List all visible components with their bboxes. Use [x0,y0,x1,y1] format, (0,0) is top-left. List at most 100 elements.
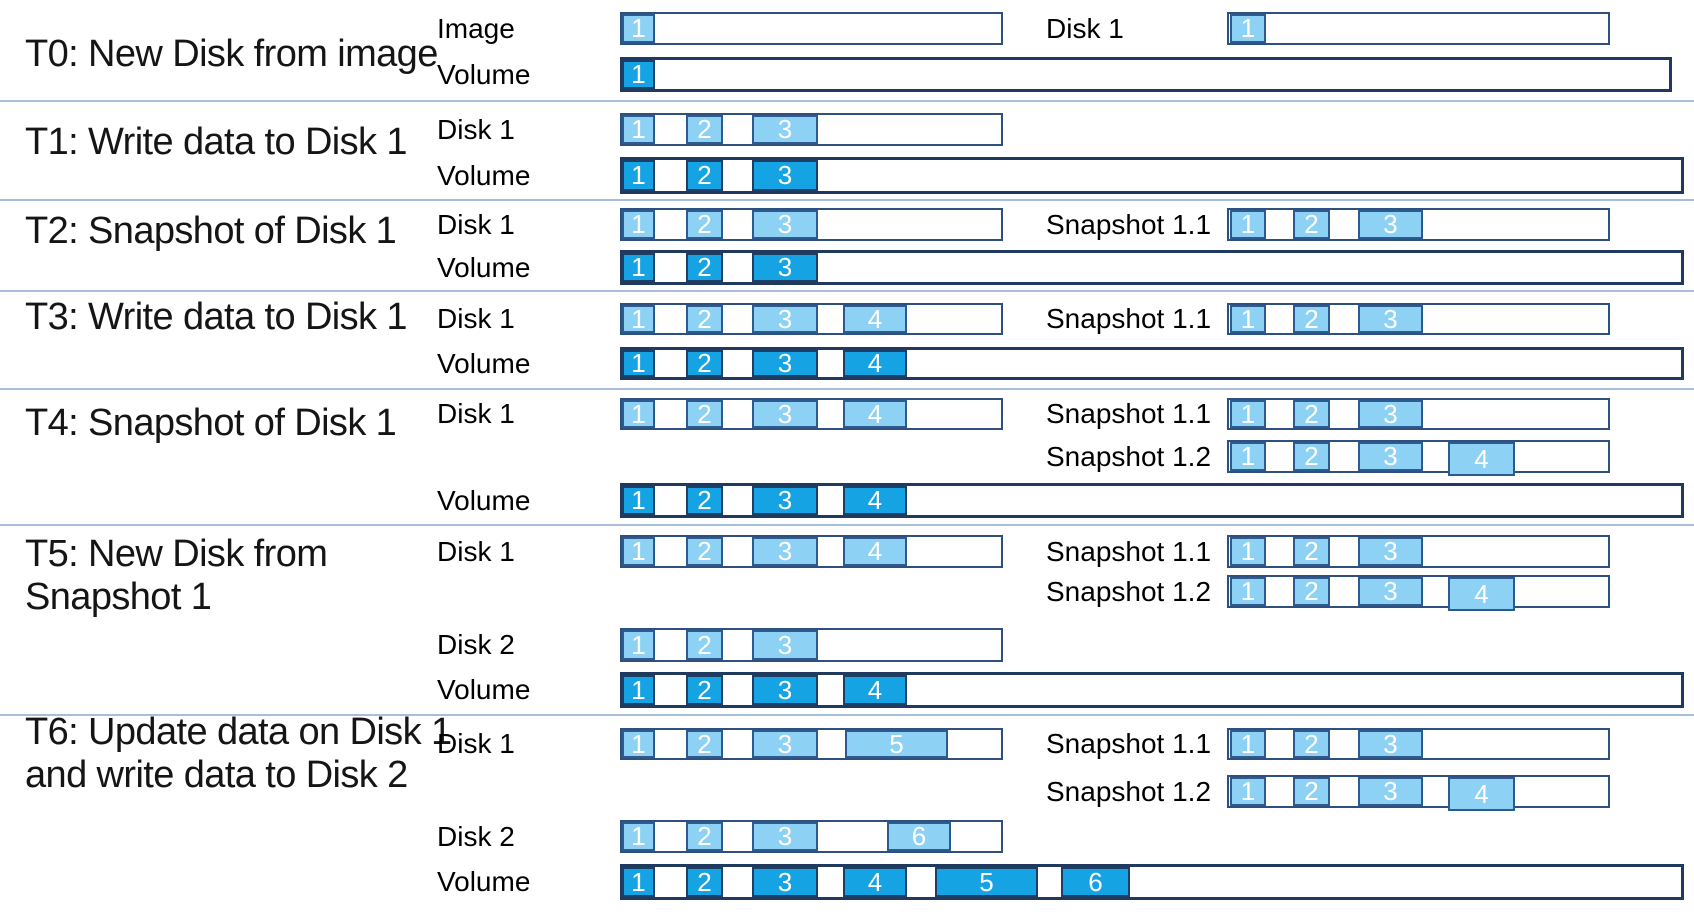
block-6: 6 [887,821,951,851]
block-4: 4 [843,485,907,515]
volume-bar: 1 [620,57,1672,92]
block-4: 4 [1448,777,1515,811]
block-3: 3 [1358,441,1423,471]
block-3: 3 [752,304,818,334]
block-1: 1 [1230,399,1266,429]
block-4: 4 [843,675,907,705]
block-2: 2 [686,304,723,334]
disk-1-label: Disk 1 [437,535,515,567]
block-1: 1 [622,252,655,282]
snapshot-1-2-label: Snapshot 1.2 [1046,440,1212,472]
section-divider [0,290,1694,292]
block-2: 2 [686,114,723,144]
block-1: 1 [1230,13,1266,43]
section-divider [0,199,1694,201]
block-2: 2 [686,252,723,282]
volume-label: Volume [437,347,531,379]
block-1: 1 [622,729,655,759]
block-3: 3 [1358,576,1423,606]
block-2: 2 [1293,776,1330,806]
block-3: 3 [752,348,818,378]
timeline-step-label-line: T5: New Disk from [25,533,328,575]
snapshot-1-1-label: Snapshot 1.1 [1046,535,1212,567]
block-3: 3 [752,114,818,144]
block-1: 1 [622,675,655,705]
block-2: 2 [686,630,723,660]
block-3: 3 [752,675,818,705]
snapshot-1-1-label: Snapshot 1.1 [1046,303,1212,334]
disk-1-label: Disk 1 [437,208,515,240]
block-1: 1 [622,821,655,851]
volume-label: Volume [437,58,531,90]
timeline-step-label-line: T6: Update data on Disk 1 [25,711,452,753]
block-2: 2 [1293,209,1330,239]
block-1: 1 [1230,576,1266,606]
block-3: 3 [752,485,818,515]
block-1: 1 [1230,776,1266,806]
block-3: 3 [1358,304,1423,334]
volume-label: Volume [437,251,531,283]
snapshot-1-2-label: Snapshot 1.2 [1046,775,1212,807]
block-2: 2 [1293,399,1330,429]
block-3: 3 [1358,399,1423,429]
block-3: 3 [752,867,818,897]
block-3: 3 [1358,729,1423,759]
block-4: 4 [1448,577,1515,611]
block-1: 1 [622,114,655,144]
block-4: 4 [843,348,907,378]
block-2: 2 [1293,729,1330,759]
snapshot-1-2-label: Snapshot 1.2 [1046,575,1212,607]
timeline-step-label: T4: Snapshot of Disk 1 [25,402,435,445]
block-1: 1 [1230,536,1266,566]
block-2: 2 [686,348,723,378]
disk-2-label: Disk 2 [437,820,515,852]
block-2: 2 [1293,441,1330,471]
block-2: 2 [686,867,723,897]
snapshot-1-1-label: Snapshot 1.1 [1046,728,1212,759]
section-divider [0,100,1694,102]
block-3: 3 [1358,536,1423,566]
timeline-step-label-line: T0: New Disk from image [25,33,438,75]
snapshot-1-1-label: Snapshot 1.1 [1046,398,1212,429]
block-3: 3 [752,821,818,851]
block-4: 4 [843,399,907,429]
timeline-step-label-line: Snapshot 1 [25,576,212,618]
timeline-step-label-line: T1: Write data to Disk 1 [25,121,408,163]
block-1: 1 [622,485,655,515]
block-5: 5 [845,729,948,759]
block-1: 1 [622,536,655,566]
block-1: 1 [1230,441,1266,471]
block-3: 3 [752,252,818,282]
block-3: 3 [752,536,818,566]
block-1: 1 [622,399,655,429]
timeline-step-label-line: T3: Write data to Disk 1 [25,296,408,338]
block-4: 4 [843,536,907,566]
disk-1-label: Disk 1 [437,728,515,759]
block-2: 2 [1293,304,1330,334]
block-1: 1 [622,160,655,191]
block-1: 1 [1230,209,1266,239]
timeline-step-label: T1: Write data to Disk 1 [25,121,435,164]
disk-1-bar: 1 [1227,12,1610,45]
block-2: 2 [686,209,723,239]
block-2: 2 [686,729,723,759]
disk-1-label: Disk 1 [437,303,515,334]
block-4: 4 [843,867,907,897]
